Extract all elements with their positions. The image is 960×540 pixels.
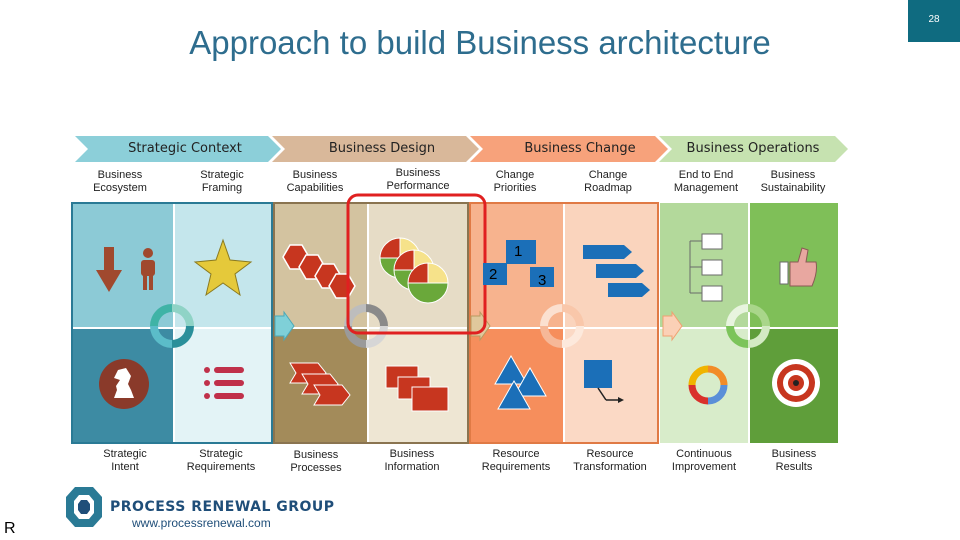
phase-label-business-change: Business Change bbox=[524, 141, 636, 156]
cycle-icon-design bbox=[344, 304, 388, 348]
knight-icon bbox=[114, 368, 134, 398]
chevron-business-operations bbox=[659, 136, 848, 162]
slide-title: Approach to build Business architecture bbox=[189, 24, 771, 61]
phase-label-business-design: Business Design bbox=[328, 141, 436, 156]
cycle-icon-operations bbox=[726, 304, 770, 348]
callout-number-1: 1 bbox=[514, 243, 523, 260]
corner-mark: R bbox=[4, 520, 16, 537]
requirements-list-icon bbox=[204, 367, 244, 399]
transformation-icon bbox=[584, 360, 624, 403]
priority-blocks-icon bbox=[483, 240, 554, 287]
improvement-cycle-icon bbox=[688, 365, 728, 405]
chevron-strategic-context bbox=[75, 136, 281, 162]
information-squares-icon bbox=[385, 365, 449, 412]
pie-performance-icon bbox=[379, 237, 449, 304]
star-icon bbox=[193, 238, 253, 297]
phase-label-business-operations: Business Operations bbox=[686, 141, 820, 156]
person-icon bbox=[141, 248, 155, 290]
process-arrows-icon bbox=[289, 362, 351, 406]
flow-arrow-icon bbox=[274, 310, 295, 342]
website-link[interactable]: www.processrenewal.com bbox=[132, 516, 271, 530]
target-icon bbox=[772, 359, 820, 407]
company-name: PROCESS RENEWAL GROUP bbox=[110, 499, 335, 515]
callout-number-2: 2 bbox=[489, 266, 498, 283]
resource-triangles-icon bbox=[494, 354, 547, 410]
thumbs-up-icon bbox=[779, 247, 817, 287]
cycle-icon-change bbox=[540, 304, 584, 348]
cycle-icon-strategic bbox=[150, 304, 194, 348]
flow-arrow-icon bbox=[662, 310, 683, 342]
page-number: 28 bbox=[908, 0, 960, 42]
hexagon-capabilities-icon bbox=[282, 244, 356, 299]
chevron-business-design bbox=[272, 136, 479, 162]
company-logo-icon bbox=[66, 487, 102, 527]
cell-business-ecosystem bbox=[72, 203, 173, 327]
cell-continuous-improvement bbox=[660, 329, 748, 443]
flow-diagram-icon bbox=[689, 233, 723, 302]
phase-label-strategic-context: Strategic Context bbox=[128, 141, 242, 156]
callout-number-3: 3 bbox=[538, 272, 547, 289]
down-arrow-icon bbox=[96, 247, 122, 292]
roadmap-chevrons-icon bbox=[583, 245, 650, 297]
chevron-business-change bbox=[470, 136, 668, 162]
